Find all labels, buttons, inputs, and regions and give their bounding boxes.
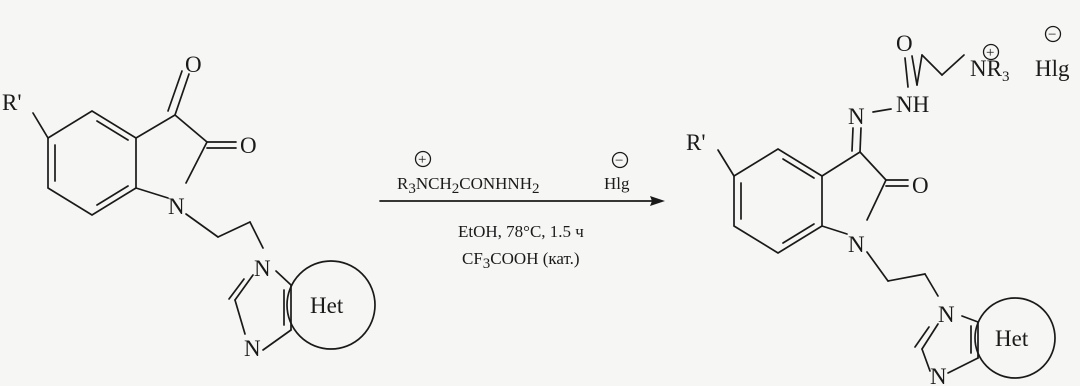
- conditions-line2-post: COOH (кат.): [490, 249, 579, 268]
- reagent-main2: CONHNH: [459, 174, 532, 193]
- product-het-ring: [974, 297, 1056, 379]
- reagent-main: NCH: [416, 174, 452, 193]
- product-plus-sign: +: [986, 45, 994, 61]
- product-structure: + − R' O NH N O N NR3 Hlg N N Het: [686, 25, 1070, 386]
- reagent-sub-2a: 2: [452, 181, 460, 197]
- reagent-prefix: R: [397, 174, 409, 193]
- reaction-arrow: [379, 196, 665, 206]
- product-hydrazone-nitrogen: N: [848, 104, 865, 129]
- reactant-benzene-ring: [47, 110, 137, 216]
- svg-text:CF3COOH (кат.): CF3COOH (кат.): [462, 249, 580, 272]
- conditions-line1: EtOH, 78°C, 1.5 ч: [458, 222, 584, 241]
- reactant-substituent: R': [2, 90, 22, 115]
- conditions-line2-sub: 3: [483, 256, 491, 272]
- reagent-counter-ion: Hlg: [604, 174, 630, 193]
- product-carbonyl-oxygen: O: [896, 31, 913, 56]
- product-ammonium-sub: 3: [1002, 69, 1010, 85]
- reagent-sub-2b: 2: [532, 181, 540, 197]
- svg-text:R3NCH2CONHNH2: R3NCH2CONHNH2: [397, 174, 539, 197]
- reagent-plus-sign: +: [418, 152, 426, 168]
- reactant-imidazole-nitrogen-1: N: [254, 256, 271, 281]
- product-counter-ion: Hlg: [1035, 56, 1070, 81]
- reagent-formula: + − R3NCH2CONHNH2 Hlg: [397, 150, 630, 197]
- product-minus-sign: −: [1048, 27, 1056, 43]
- reagent-sub-3: 3: [408, 181, 416, 197]
- conditions-line2-pre: CF: [462, 249, 483, 268]
- reactant-imidazole-nitrogen-3: N: [244, 336, 261, 361]
- product-substituent: R': [686, 130, 706, 155]
- product-imidazole-nitrogen-3: N: [930, 364, 947, 386]
- product-nitrogen-1: N: [848, 232, 865, 257]
- reagent-minus-sign: −: [615, 153, 623, 169]
- svg-text:NR3: NR3: [970, 56, 1009, 85]
- product-benzene-ring: [733, 148, 823, 254]
- reactant-pyrrolone-ring: [135, 114, 208, 199]
- reactant-imidazole-ring: [228, 270, 292, 351]
- product-imidazole-nitrogen-1: N: [938, 302, 955, 327]
- reactant-oxygen-2: O: [240, 133, 257, 158]
- reactant-het-label: Het: [310, 293, 344, 318]
- reactant-het-ring: [286, 260, 376, 350]
- reaction-conditions: EtOH, 78°C, 1.5 ч CF3COOH (кат.): [458, 222, 584, 272]
- product-nh: NH: [896, 92, 929, 117]
- reactant-oxygen-3: O: [185, 52, 202, 77]
- reactant-nitrogen-1: N: [168, 194, 185, 219]
- product-oxygen-2: O: [912, 173, 929, 198]
- reactant-structure: R' O O N N N Het: [2, 52, 376, 361]
- product-pyrrolone-ring: [821, 151, 887, 235]
- product-ammonium: NR: [970, 56, 1003, 81]
- product-het-label: Het: [995, 326, 1029, 351]
